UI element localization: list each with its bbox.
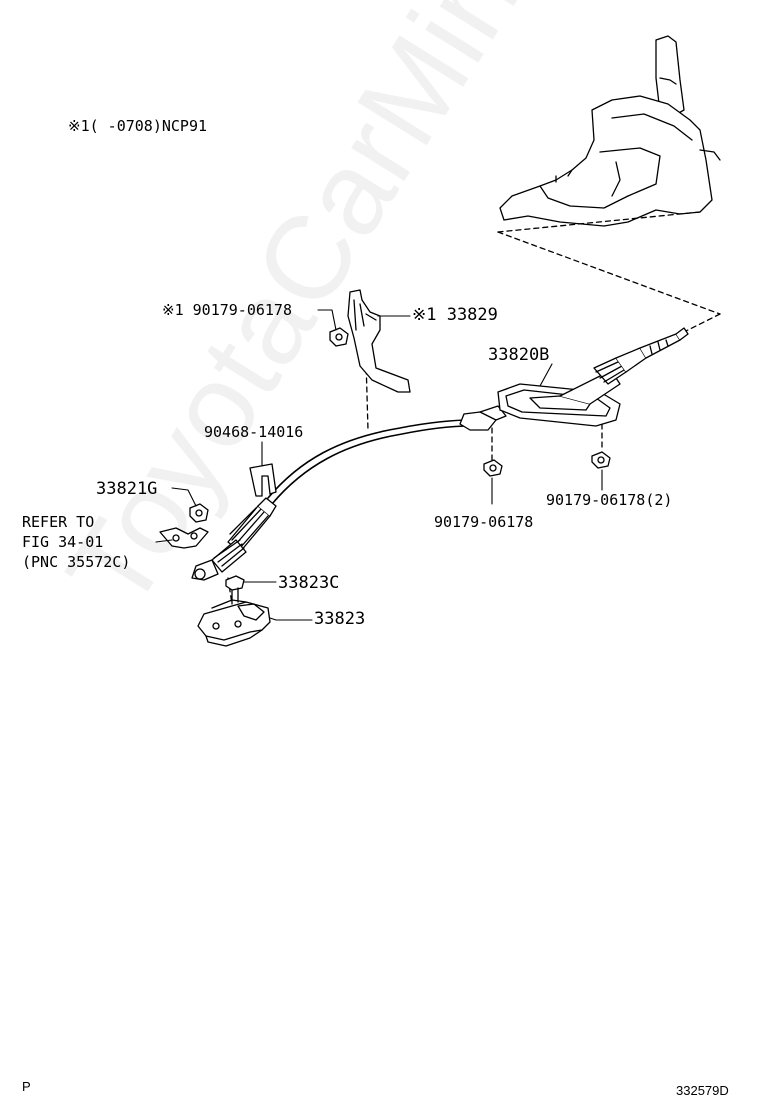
label-33820b[interactable]: 33820B — [488, 345, 550, 365]
label-90179-06178-2[interactable]: 90179-06178(2) — [546, 491, 673, 509]
nut-33821g-drawing — [189, 503, 209, 523]
grommet-33820b-drawing — [497, 327, 689, 427]
nut-right-drawing — [591, 451, 611, 469]
label-90468-14016[interactable]: 90468-14016 — [204, 423, 304, 441]
label-90179-06178-top[interactable]: ※1 90179-06178 — [162, 301, 292, 319]
shift-lever-assembly-drawing — [499, 35, 721, 227]
clip-90468-14016-drawing — [249, 463, 277, 497]
leader-lines — [155, 309, 603, 621]
label-90179-06178-mid[interactable]: 90179-06178 — [434, 513, 534, 531]
bracket-33829-drawing — [347, 289, 411, 393]
shift-cable-drawing — [191, 405, 507, 581]
projection-lines — [227, 211, 721, 605]
bolt-33823c-drawing — [225, 575, 245, 605]
refer-line-3: (PNC 35572C) — [22, 553, 131, 571]
referenced-bracket-drawing — [159, 527, 209, 549]
refer-line-2[interactable]: FIG 34-01 — [22, 533, 104, 551]
nut-top-drawing — [329, 327, 349, 347]
applicability-note: ※1( -0708)NCP91 — [68, 117, 207, 135]
footer-left-code: P — [22, 1079, 31, 1094]
label-33823c[interactable]: 33823C — [278, 573, 340, 593]
footer-illustration-id: 332579D — [676, 1083, 729, 1098]
refer-line-1: REFER TO — [22, 513, 95, 531]
label-33823[interactable]: 33823 — [314, 609, 366, 629]
label-33829[interactable]: ※1 33829 — [412, 305, 498, 325]
bracket-33823-drawing — [197, 599, 271, 647]
nut-mid-drawing — [483, 459, 503, 477]
label-33821g[interactable]: 33821G — [96, 479, 158, 499]
